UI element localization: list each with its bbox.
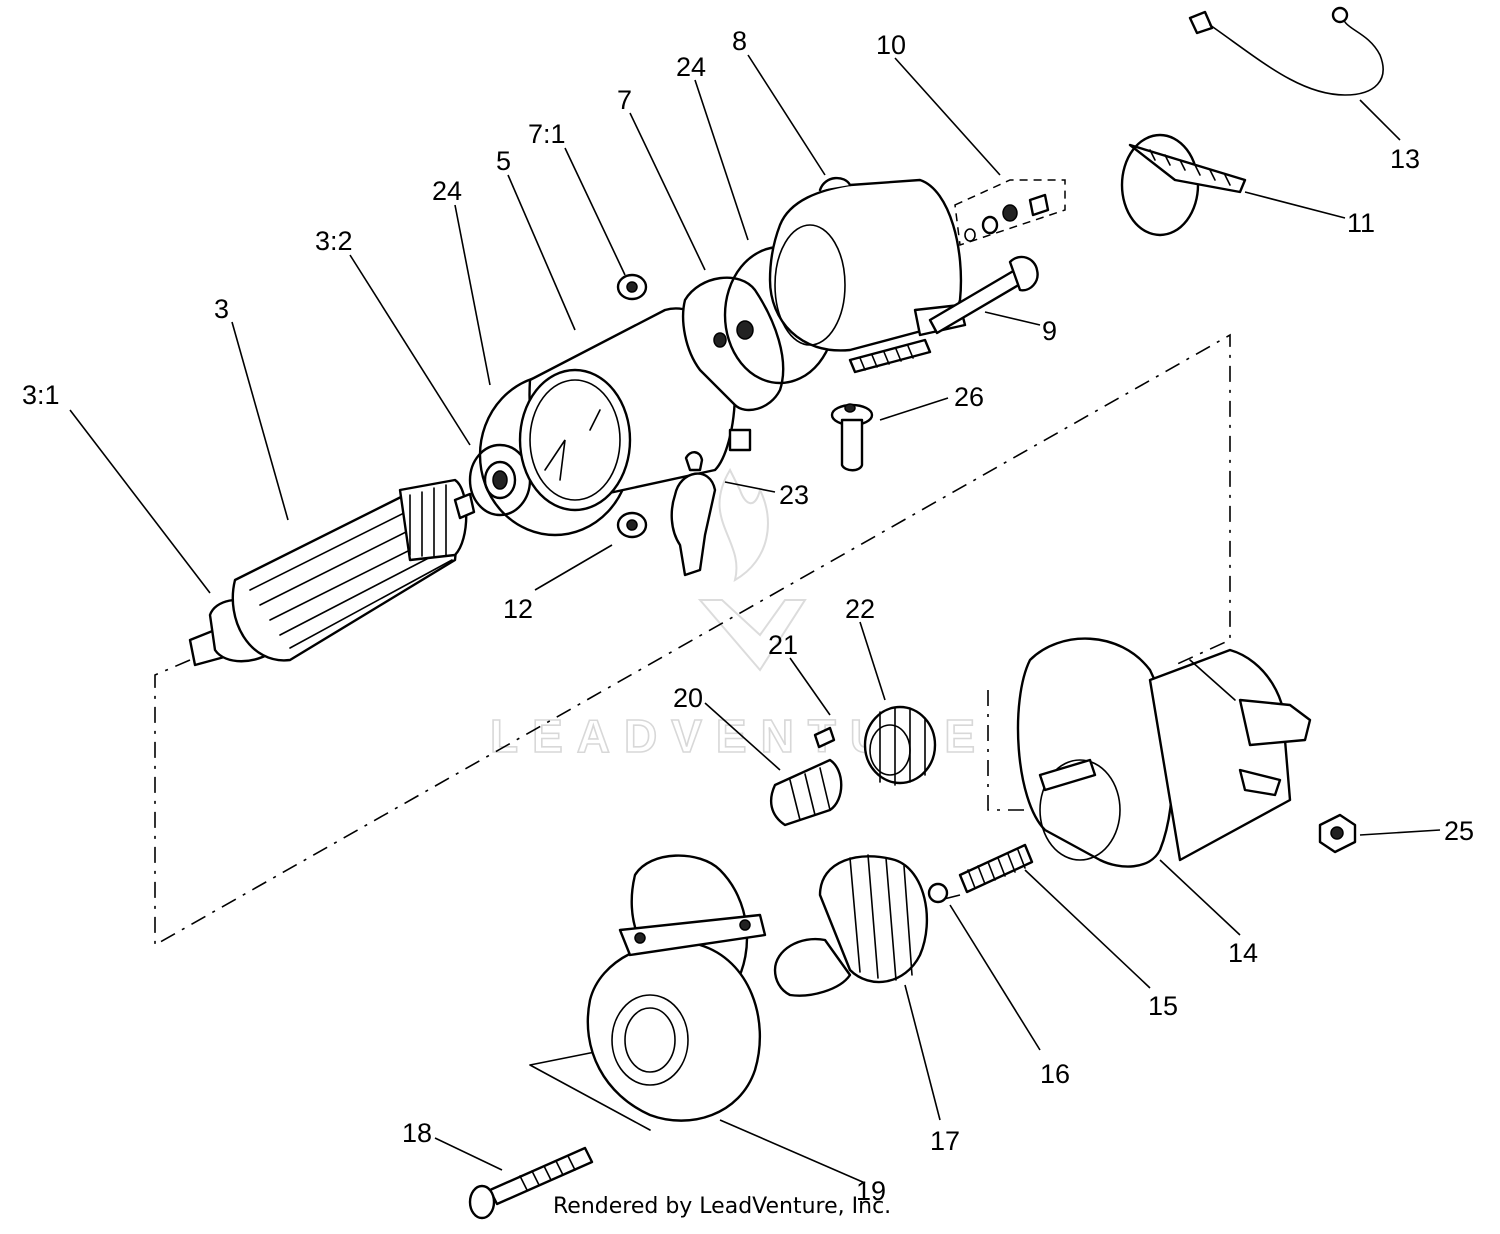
- callout-23: 23: [779, 480, 809, 510]
- callout-22: 22: [845, 594, 875, 624]
- lever-part: [616, 451, 717, 577]
- callout-5: 5: [496, 146, 511, 176]
- plunger-part: [830, 403, 874, 472]
- band-part: [1120, 133, 1247, 237]
- callout-14: 14: [1228, 938, 1258, 968]
- callout-24-right: 24: [676, 52, 706, 82]
- callout-3-2: 3:2: [315, 226, 353, 256]
- callout-13: 13: [1390, 144, 1420, 174]
- bearing-part: [468, 443, 532, 517]
- callout-3-1: 3:1: [22, 380, 60, 410]
- callout-24-left: 24: [432, 176, 462, 206]
- alignment-lines: [154, 333, 1231, 1131]
- callout-19: 19: [856, 1176, 886, 1206]
- armature-part: [188, 478, 476, 667]
- callout-labels: 3:1 3 3:2 24 5 7:1 7 24 8 10 13 11 9 26 …: [22, 26, 1474, 1206]
- yoke-part: [478, 307, 752, 537]
- callout-9: 9: [1042, 316, 1057, 346]
- through-bolt-part: [848, 255, 1039, 374]
- callout-18: 18: [402, 1118, 432, 1148]
- callout-10: 10: [876, 30, 906, 60]
- lead-wire-part: [1188, 6, 1384, 96]
- leader-lines: [69, 54, 1441, 1184]
- render-credit: Rendered by LeadVenture, Inc.: [553, 1194, 892, 1219]
- drive-housing-part: [586, 854, 767, 1122]
- callout-12: 12: [503, 594, 533, 624]
- callout-15: 15: [1148, 991, 1178, 1021]
- housing-part: [1016, 637, 1312, 868]
- nut-part: [1318, 813, 1357, 854]
- callout-7: 7: [617, 85, 632, 115]
- spring-part: [958, 843, 1034, 894]
- callout-21: 21: [768, 630, 798, 660]
- callout-7-1: 7:1: [528, 119, 566, 149]
- callout-17: 17: [930, 1126, 960, 1156]
- callout-3: 3: [214, 294, 229, 324]
- callout-25: 25: [1444, 816, 1474, 846]
- terminal-hardware-part: [954, 179, 1066, 247]
- callout-11: 11: [1347, 208, 1375, 238]
- ball-part: [927, 882, 949, 904]
- callout-20: 20: [673, 683, 703, 713]
- brush-holder-part: [616, 245, 837, 412]
- callout-8: 8: [732, 26, 747, 56]
- gear-cluster-part: [769, 705, 937, 827]
- long-bolt-part: [468, 1146, 594, 1220]
- pinion-clutch-part: [773, 854, 928, 997]
- callout-16: 16: [1040, 1059, 1070, 1089]
- callout-26: 26: [954, 382, 984, 412]
